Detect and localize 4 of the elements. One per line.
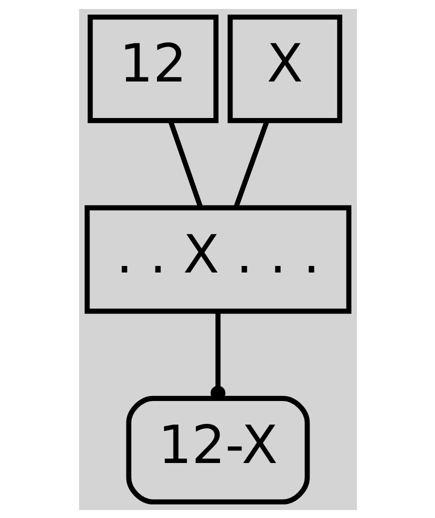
- node-box: 12-X: [126, 395, 310, 504]
- node-box: . . X . . .: [84, 204, 351, 314]
- node-box: X: [227, 14, 342, 123]
- node-box: 12: [87, 14, 218, 123]
